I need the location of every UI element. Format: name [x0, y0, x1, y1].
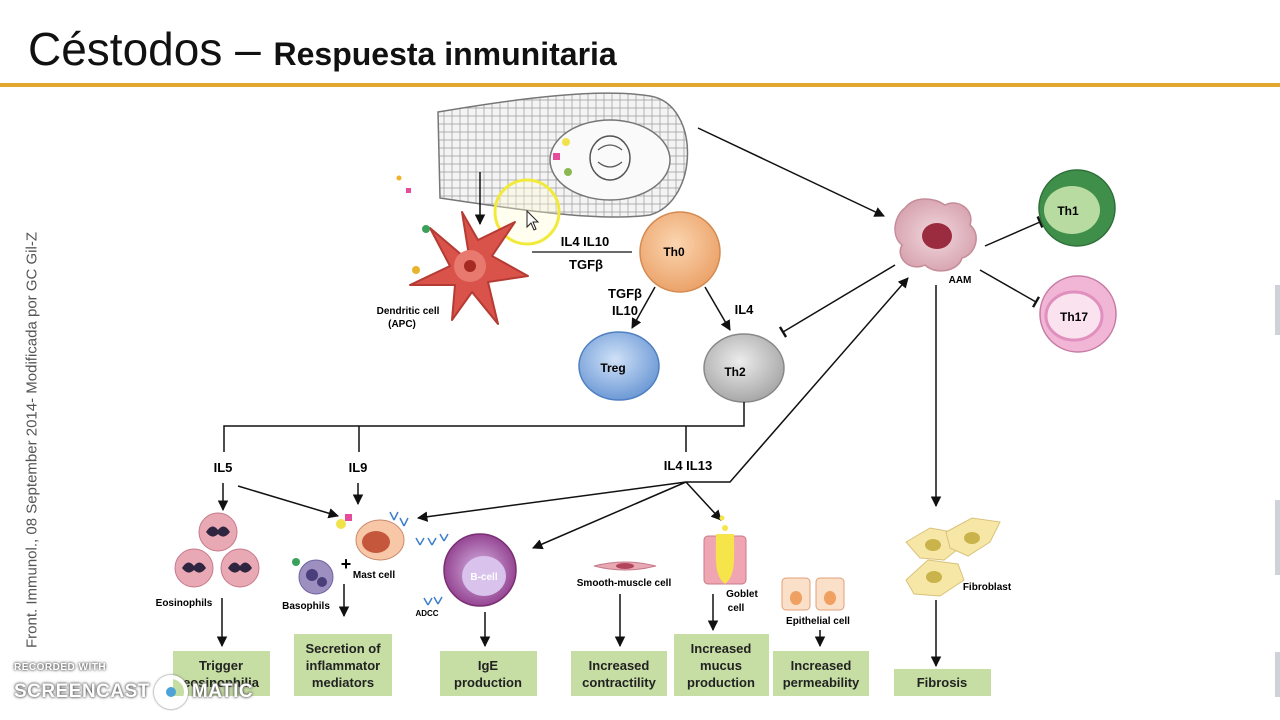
outcome-fibrosis: Fibrosis — [894, 669, 991, 696]
outcome-text: permeability — [783, 675, 860, 690]
edge-artifact — [1275, 500, 1280, 575]
cestode-scolex-illustration — [437, 92, 689, 218]
outcome-text: Fibrosis — [917, 675, 968, 690]
smooth-muscle-label: Smooth-muscle cell — [577, 578, 672, 589]
treg-label: Treg — [600, 361, 625, 375]
mast-cell-illustration — [336, 511, 409, 561]
outcome-text: Increased — [589, 658, 650, 673]
th17-cell: Th17 — [1039, 275, 1117, 353]
slide-title: Céstodos – Respuesta inmunitaria — [28, 22, 617, 76]
cytokine-il4-il13: IL4 IL13 — [664, 458, 712, 473]
smooth-muscle-illustration — [593, 561, 657, 571]
cytokine-il10-treg: IL10 — [612, 303, 638, 318]
outcome-text: Trigger — [199, 658, 243, 673]
cytokine-il4-il10: IL4 IL10 — [561, 234, 609, 249]
eosinophils-illustration — [174, 512, 260, 588]
outcome-text: contractility — [582, 675, 656, 690]
th2-label: Th2 — [724, 365, 746, 379]
screencast-logo-icon — [153, 675, 188, 709]
outcome-text: eosinophilia — [183, 675, 260, 690]
screencast-watermark: RECORDED WITH SCREENCAST MATIC — [14, 662, 253, 709]
title-separator: – — [222, 23, 274, 75]
b-cell: B-cell — [443, 533, 517, 607]
edge-artifact — [1275, 285, 1280, 335]
goblet-cell-label-line1: Goblet — [726, 589, 758, 600]
outcome-text: IgE — [478, 658, 499, 673]
title-main-text: Céstodos — [28, 23, 223, 75]
cytokine-il5: IL5 — [214, 460, 233, 475]
outcome-text: mucus — [700, 658, 742, 673]
th2-cell: Th2 — [703, 333, 785, 403]
antibody-icon — [415, 533, 449, 606]
cytokine-il4-th2: IL4 — [735, 302, 755, 317]
aam-label: AAM — [949, 275, 972, 286]
outcome-trigger-eosinophilia: Trigger eosinophilia — [173, 651, 270, 696]
outcome-text: Secretion of — [305, 641, 381, 656]
eosinophils-label: Eosinophils — [156, 598, 213, 609]
goblet-cell-illustration — [703, 515, 747, 585]
dendritic-cell — [409, 211, 529, 325]
outcome-secretion-mediators: Secretion of inflammator mediators — [294, 634, 392, 696]
basophils-illustration — [292, 558, 334, 595]
adcc-label: ADCC — [415, 609, 438, 618]
th0-cell: Th0 — [639, 211, 721, 293]
goblet-cell-label-line2: cell — [728, 603, 745, 614]
outcome-text: inflammator — [306, 658, 380, 673]
epithelial-cells-illustration — [781, 577, 845, 611]
epithelial-cell-label: Epithelial cell — [786, 616, 850, 627]
slide-subtitle: Respuesta inmunitaria — [273, 36, 617, 72]
cytokine-tgfb-treg: TGFβ — [608, 286, 642, 301]
dendritic-cell-label-line2: (APC) — [388, 319, 416, 330]
antigen-dot — [406, 188, 411, 193]
th0-label: Th0 — [663, 245, 685, 259]
treg-cell: Treg — [578, 331, 660, 401]
aam-macrophage: AAM — [894, 198, 977, 286]
th17-label: Th17 — [1060, 310, 1088, 324]
b-cell-label: B-cell — [470, 572, 497, 583]
plus-sign: + — [341, 554, 352, 574]
cursor-icon — [526, 209, 540, 231]
watermark-recorded-with: RECORDED WITH — [14, 662, 107, 673]
cytokine-tgfb: TGFβ — [569, 257, 603, 272]
cytokine-il9: IL9 — [349, 460, 368, 475]
fibroblasts-illustration — [905, 517, 1001, 597]
fibroblast-label: Fibroblast — [963, 582, 1012, 593]
outcome-text: mediators — [312, 675, 374, 690]
outcome-ige-production: IgE production — [440, 651, 537, 696]
outcome-increased-permeability: Increased permeability — [773, 651, 869, 696]
th1-label: Th1 — [1057, 204, 1079, 218]
outcome-text: production — [454, 675, 522, 690]
outcome-text: production — [687, 675, 755, 690]
title-underline — [0, 83, 1280, 87]
outcome-increased-contractility: Increased contractility — [571, 651, 667, 696]
outcome-text: Increased — [691, 641, 752, 656]
edge-artifact — [1275, 652, 1280, 697]
dendritic-cell-label-line1: Dendritic cell — [377, 306, 440, 317]
basophils-label: Basophils — [282, 601, 330, 612]
mast-cell-label: Mast cell — [353, 570, 395, 581]
th1-cell: Th1 — [1038, 169, 1116, 247]
watermark-brand-left: SCREENCAST — [14, 681, 150, 702]
outcome-increased-mucus: Increased mucus production — [674, 634, 769, 696]
antigen-dot — [396, 175, 402, 181]
watermark-brand-right: MATIC — [191, 681, 254, 702]
outcome-text: Increased — [791, 658, 852, 673]
